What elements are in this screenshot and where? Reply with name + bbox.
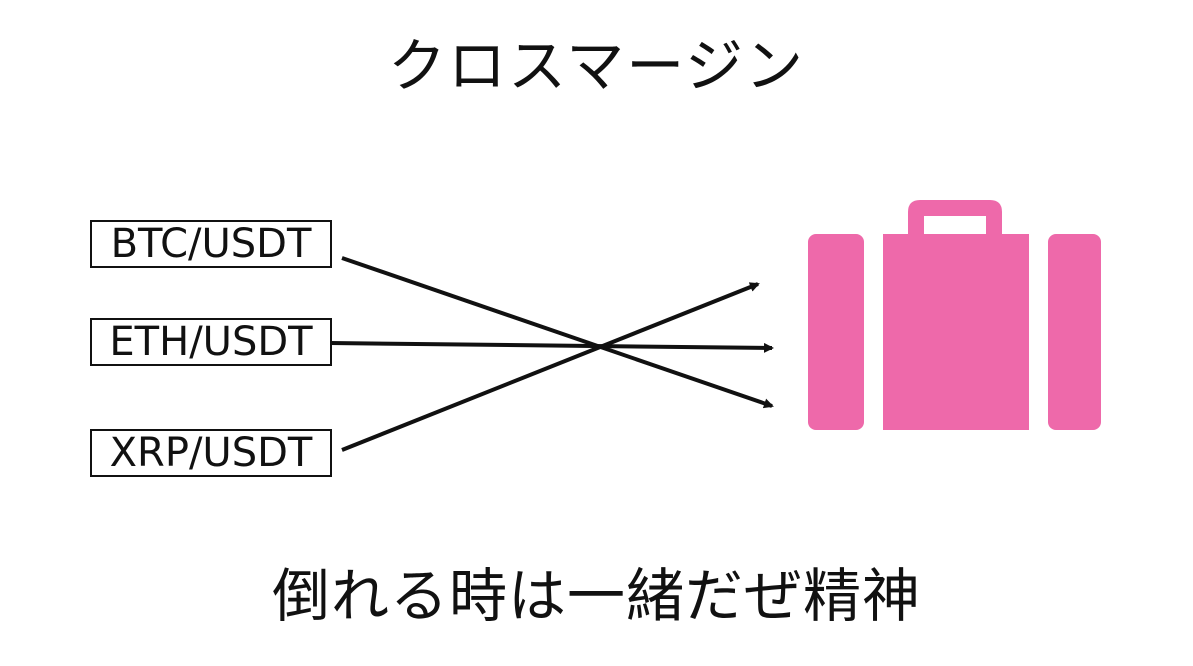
- arrow-eth-to-wallet: [329, 341, 774, 353]
- briefcase-handle: [908, 200, 1002, 234]
- briefcase-center-panel: [883, 234, 1029, 430]
- arrow-btc-to-wallet: [341, 256, 774, 409]
- pair-label-eth-usdt: ETH/USDT: [90, 318, 332, 366]
- briefcase-icon: [808, 200, 1101, 430]
- pair-label-xrp-usdt: XRP/USDT: [90, 429, 332, 477]
- arrow-xrp-to-wallet: [341, 282, 760, 452]
- slide-title: クロスマージン: [387, 32, 806, 100]
- pair-label-btc-usdt: BTC/USDT: [90, 220, 332, 268]
- briefcase-left-panel: [808, 234, 864, 430]
- slide-caption: 倒れる時は一緒だぜ精神: [271, 562, 921, 630]
- briefcase-right-panel: [1048, 234, 1101, 430]
